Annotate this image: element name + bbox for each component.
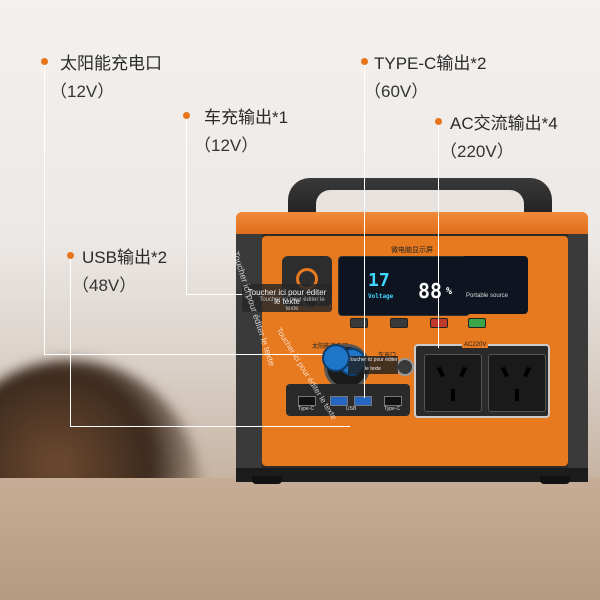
screen-voltage-label: Voltage	[368, 293, 394, 300]
indicator-row	[346, 318, 496, 330]
leader-line-ac	[438, 122, 439, 348]
typec-port-right	[384, 396, 402, 406]
callout-bullet	[361, 58, 368, 65]
leader-line-usb	[70, 256, 71, 426]
edit-hint-small[interactable]: Toucher ici pour éditer le texte	[259, 297, 325, 312]
leader-line-solar-h	[44, 354, 326, 355]
callout-bullet	[435, 118, 442, 125]
typec-right-label: Type-C	[384, 406, 401, 412]
top-trim	[236, 212, 588, 234]
usb-label: USB	[346, 406, 357, 412]
typec-port-left	[298, 396, 316, 406]
ac-label: AC220V	[462, 342, 489, 348]
callout-solar-sub: （12V）	[50, 82, 115, 101]
left-side-panel	[236, 234, 262, 470]
usb-port-1	[330, 396, 348, 406]
callout-solar-title: 太阳能充电口	[60, 54, 162, 73]
leader-line-usb-h	[70, 426, 350, 427]
lcd-display-right	[462, 256, 528, 314]
screen-source-label: Portable source	[466, 293, 509, 299]
table-surface	[0, 478, 600, 600]
leader-line-solar	[44, 62, 45, 354]
callout-usb-sub: （48V）	[72, 276, 137, 295]
lcd-display	[338, 256, 470, 316]
callout-bullet	[67, 252, 74, 259]
indicator-light	[350, 318, 368, 328]
edit-text-overlay[interactable]	[242, 284, 332, 312]
display-title: 微电脑显示屏	[391, 247, 433, 254]
callout-car-title: 车充输出*1	[204, 108, 289, 127]
bottom-band	[236, 468, 588, 482]
callout-usb-title: USB输出*2	[82, 248, 168, 267]
callout-bullet	[41, 58, 48, 65]
right-side-panel	[568, 234, 588, 470]
left-foot	[252, 476, 282, 484]
indicator-light	[390, 318, 408, 328]
callout-ac-title: AC交流输出*4	[450, 114, 558, 133]
callout-car-sub: （12V）	[194, 136, 259, 155]
callout-typec-sub: （60V）	[364, 82, 429, 101]
screen-voltage-value: 17	[368, 270, 390, 291]
callout-typec-title: TYPE-C输出*2	[374, 54, 487, 73]
indicator-light	[430, 318, 448, 328]
leader-line-car	[186, 116, 187, 294]
edit-hint-main[interactable]: Toucher ici pour éditer le texte	[247, 288, 327, 306]
edit-handle-dot[interactable]	[322, 344, 350, 372]
typec-left-label: Type-C	[298, 406, 315, 412]
callout-ac-sub: （220V）	[440, 142, 514, 161]
callout-bullet	[183, 112, 190, 119]
ac-outlet-right	[488, 354, 546, 412]
ac-outlet-left	[424, 354, 482, 412]
edit-hint-tiny[interactable]: Toucher ici pour éditer le texte	[348, 356, 398, 374]
screen-percent-symbol: %	[446, 286, 453, 297]
leader-line-typec	[364, 62, 365, 398]
car-charger-port	[396, 358, 414, 376]
right-foot	[540, 476, 570, 484]
indicator-light	[468, 318, 486, 328]
usb-port-2	[354, 396, 372, 406]
